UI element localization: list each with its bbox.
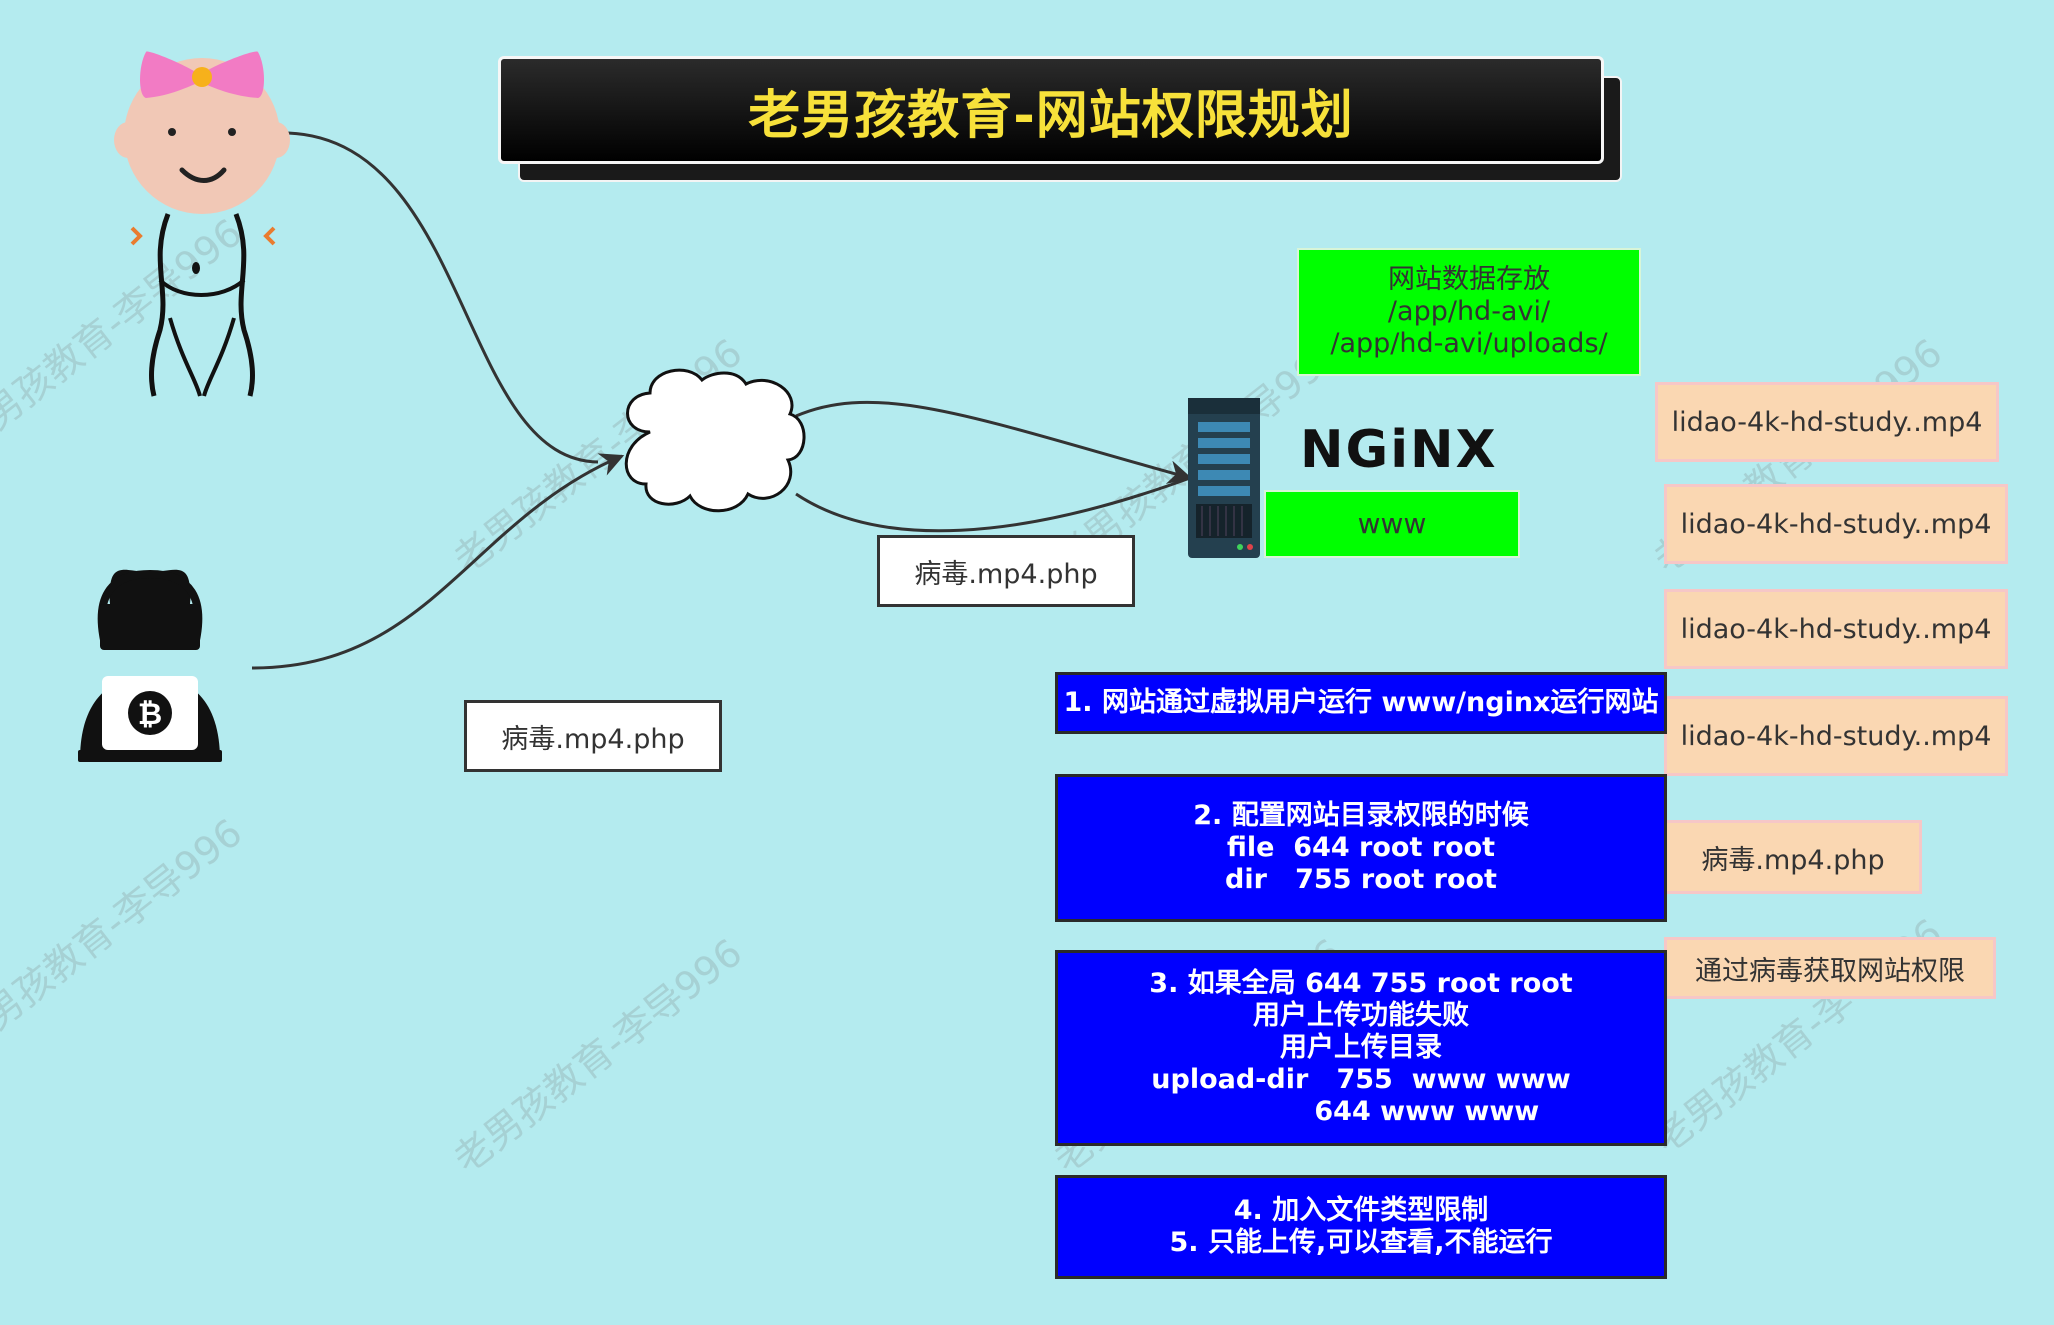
step-2-box: 2. 配置网站目录权限的时候 file 644 root root dir 75… <box>1055 774 1667 922</box>
step-3-line: 3. 如果全局 644 755 root root <box>1149 968 1573 999</box>
page-title: 老男孩教育-网站权限规划 <box>748 85 1354 146</box>
step-4-line: 4. 加入文件类型限制 <box>1233 1195 1489 1226</box>
video-file: lidao-4k-hd-study..mp4 <box>1664 696 2008 776</box>
step-2-line: file 644 root root <box>1226 832 1496 863</box>
connector-hacker-cloud <box>251 453 625 670</box>
connector-cloud-server-lower <box>795 476 1191 533</box>
virus-note: 通过病毒获取网站权限 <box>1664 937 1996 999</box>
virus-upload-label: 病毒.mp4.php <box>464 700 722 772</box>
cloud-icon <box>624 368 806 513</box>
server-user-label: www <box>1357 507 1427 540</box>
virus-file: 病毒.mp4.php <box>1664 820 1922 894</box>
step-3-line: upload-dir 755 www www <box>1151 1064 1571 1095</box>
video-file: lidao-4k-hd-study..mp4 <box>1664 484 2008 564</box>
step-5-line: 5. 只能上传,可以查看,不能运行 <box>1169 1227 1553 1258</box>
video-file: lidao-4k-hd-study..mp4 <box>1655 382 1999 462</box>
connector-cloud-server-upper <box>795 400 1193 484</box>
storage-heading: 网站数据存放 <box>1388 264 1550 295</box>
step-2-line: 2. 配置网站目录权限的时候 <box>1193 800 1529 831</box>
step-1-text: 1. 网站通过虚拟用户运行 www/nginx运行网站 <box>1063 687 1659 718</box>
storage-uploads-path: /app/hd-avi/uploads/ <box>1330 328 1608 359</box>
storage-path: /app/hd-avi/ <box>1387 296 1551 327</box>
video-file: lidao-4k-hd-study..mp4 <box>1664 589 2008 669</box>
step-2-line: dir 755 root root <box>1225 864 1497 895</box>
title-box: 老男孩教育-网站权限规划 <box>498 56 1604 164</box>
step-3-line: 用户上传目录 <box>1280 1032 1442 1063</box>
hacker-icon <box>78 569 222 762</box>
girl-icon <box>114 51 290 397</box>
step-1-box: 1. 网站通过虚拟用户运行 www/nginx运行网站 <box>1055 672 1667 734</box>
connector-girl-cloud <box>287 131 599 464</box>
svg-text:₿: ₿ <box>138 697 162 732</box>
nginx-logo: NGiNX <box>1300 420 1498 480</box>
step-3-box: 3. 如果全局 644 755 root root 用户上传功能失败 用户上传目… <box>1055 950 1667 1146</box>
step-4-box: 4. 加入文件类型限制 5. 只能上传,可以查看,不能运行 <box>1055 1175 1667 1279</box>
storage-box: 网站数据存放 /app/hd-avi/ /app/hd-avi/uploads/ <box>1297 248 1641 376</box>
step-3-line: 644 www www <box>1182 1096 1540 1127</box>
step-3-line: 用户上传功能失败 <box>1253 1000 1469 1031</box>
virus-upload-label: 病毒.mp4.php <box>877 535 1135 607</box>
server-icon <box>1188 398 1260 558</box>
server-user-box: www <box>1264 490 1520 558</box>
bitcoin-icon: ₿ <box>128 691 172 735</box>
